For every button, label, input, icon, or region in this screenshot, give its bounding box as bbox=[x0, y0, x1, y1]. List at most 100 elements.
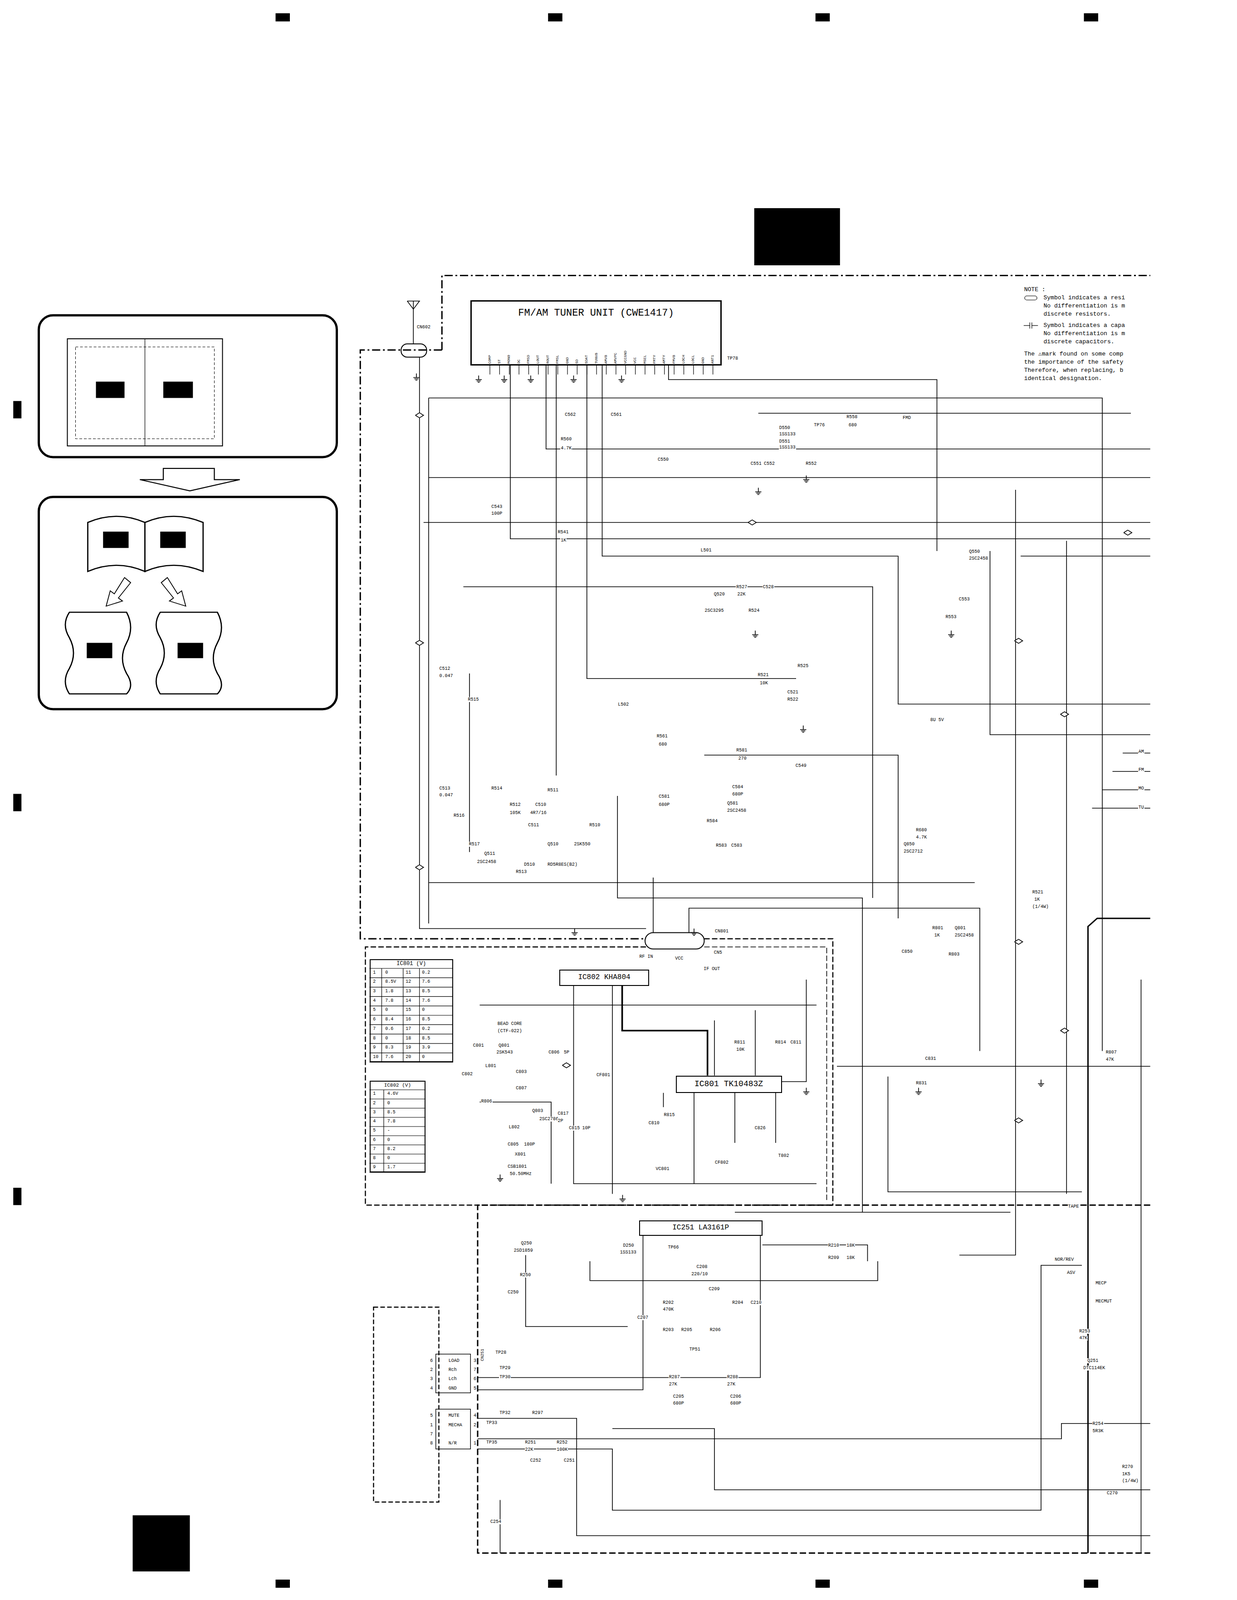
part-label: 2SC2458 bbox=[476, 859, 497, 865]
part-label: Q520 bbox=[713, 591, 726, 597]
ground-symbol bbox=[413, 377, 420, 379]
part-label: 680P bbox=[731, 792, 744, 797]
part-label: D510 bbox=[523, 862, 536, 868]
part-label: C210 bbox=[750, 1300, 763, 1306]
part-label: C581 bbox=[658, 794, 670, 800]
wire bbox=[836, 1065, 1151, 1067]
ground-symbol bbox=[756, 493, 761, 494]
wire bbox=[758, 412, 1131, 414]
pin-stub bbox=[567, 365, 568, 375]
part-label: L801 bbox=[484, 1063, 497, 1069]
part-label: C803 bbox=[515, 1069, 528, 1075]
table-cell: 19 bbox=[405, 1045, 412, 1051]
pin-name: GND bbox=[701, 356, 706, 365]
wire bbox=[704, 755, 899, 919]
part-label: TP51 bbox=[689, 1347, 701, 1353]
part-label: 2SK550 bbox=[573, 841, 592, 847]
signal-arrow bbox=[562, 1062, 571, 1068]
part-label: C209 bbox=[708, 1286, 721, 1292]
table-rule bbox=[369, 977, 454, 978]
part-label: R584 bbox=[706, 818, 719, 824]
ground-symbol bbox=[693, 935, 696, 937]
table-cell: 4 bbox=[372, 998, 377, 1004]
table-cell: 0.2 bbox=[421, 970, 431, 976]
table-cell: 1 bbox=[372, 970, 377, 976]
table-cell: 0.2 bbox=[421, 1026, 431, 1032]
part-label: R558 bbox=[845, 414, 858, 420]
part-label: Q801 bbox=[498, 1043, 510, 1049]
part-label: C562 bbox=[564, 412, 577, 418]
table-rule bbox=[369, 1135, 426, 1137]
part-label: CN5 bbox=[713, 950, 723, 956]
table-cell: 8.5V bbox=[384, 979, 397, 985]
antenna-symbol bbox=[407, 301, 420, 310]
ground-symbol bbox=[477, 381, 480, 383]
pin-number: 1 bbox=[429, 1422, 434, 1428]
ground-symbol bbox=[503, 381, 506, 383]
part-label: C583 bbox=[730, 843, 743, 849]
pin-stub bbox=[557, 365, 558, 375]
part-label: 270 bbox=[738, 756, 748, 762]
wire bbox=[782, 979, 807, 1082]
wire bbox=[693, 1093, 695, 1184]
part-label: 5P bbox=[563, 1050, 570, 1056]
part-label: C510 bbox=[534, 802, 547, 808]
part-label: (1/4W) bbox=[1031, 904, 1050, 910]
part-label: 2P bbox=[557, 1118, 564, 1124]
part-label: 680P bbox=[658, 802, 670, 808]
part-label: Q550 bbox=[968, 549, 981, 555]
ground-symbol bbox=[803, 479, 810, 481]
ground-symbol bbox=[475, 379, 483, 381]
signal-name: LOAD bbox=[448, 1358, 460, 1364]
part-label: R525 bbox=[796, 663, 809, 669]
table-cell: 1.7 bbox=[386, 1164, 397, 1170]
table-rule bbox=[369, 1089, 426, 1091]
part-label: C552 bbox=[763, 461, 776, 467]
part-label: NOR/REV bbox=[1054, 1257, 1075, 1263]
wire bbox=[428, 398, 430, 925]
region-border bbox=[704, 947, 827, 1201]
part-label: Q850 bbox=[903, 841, 915, 847]
part-label: 22K bbox=[737, 591, 747, 597]
part-label: R510 bbox=[588, 822, 601, 828]
part-label: C252 bbox=[529, 1458, 542, 1464]
part-label: RF IN bbox=[639, 954, 654, 960]
part-label: 680 bbox=[658, 742, 668, 748]
part-label: C561 bbox=[610, 412, 623, 418]
part-label: 100K bbox=[556, 1447, 568, 1453]
part-label: AM bbox=[1138, 749, 1145, 755]
part-label: R511 bbox=[547, 787, 559, 793]
node-title: IC802 KHA804 bbox=[577, 973, 631, 983]
signal-connector bbox=[622, 986, 708, 1076]
ground-symbol bbox=[1040, 1080, 1042, 1085]
ic-box: IC251 LA3161P bbox=[639, 1220, 763, 1237]
region-border bbox=[365, 938, 834, 1206]
part-label: 5R3K bbox=[1092, 1428, 1105, 1434]
part-label: C206 bbox=[729, 1394, 742, 1400]
part-label: Q581 bbox=[726, 801, 739, 807]
part-label: 1K5 bbox=[1121, 1471, 1131, 1477]
black-block bbox=[177, 643, 204, 659]
part-label: 18K bbox=[845, 1255, 856, 1261]
pin-name: ANT1 bbox=[710, 354, 715, 365]
pin-name: LOCH bbox=[681, 354, 686, 365]
pin-stub bbox=[664, 365, 665, 375]
note-text: The ⚠mark found on some comp bbox=[1023, 351, 1124, 358]
part-label: C811 bbox=[790, 1040, 802, 1046]
illustration-frame bbox=[39, 497, 338, 710]
table-rule bbox=[369, 1052, 454, 1054]
part-label: C553 bbox=[958, 596, 971, 602]
pin-name: SDAT bbox=[584, 354, 589, 365]
part-label: C543 bbox=[490, 504, 503, 510]
registration-mark bbox=[547, 1579, 563, 1589]
part-label: T802 bbox=[777, 1153, 790, 1159]
part-label: 27K bbox=[726, 1382, 736, 1388]
ground-symbol bbox=[693, 928, 695, 934]
part-label: BEAD CORE bbox=[497, 1021, 523, 1027]
capacitor-symbol bbox=[1029, 322, 1031, 329]
part-label: 680P bbox=[729, 1401, 742, 1407]
part-label: R516 bbox=[453, 813, 465, 819]
sheet-outline bbox=[67, 338, 223, 446]
part-label: 1SS133 bbox=[778, 444, 797, 450]
part-label: 1K bbox=[933, 933, 941, 939]
